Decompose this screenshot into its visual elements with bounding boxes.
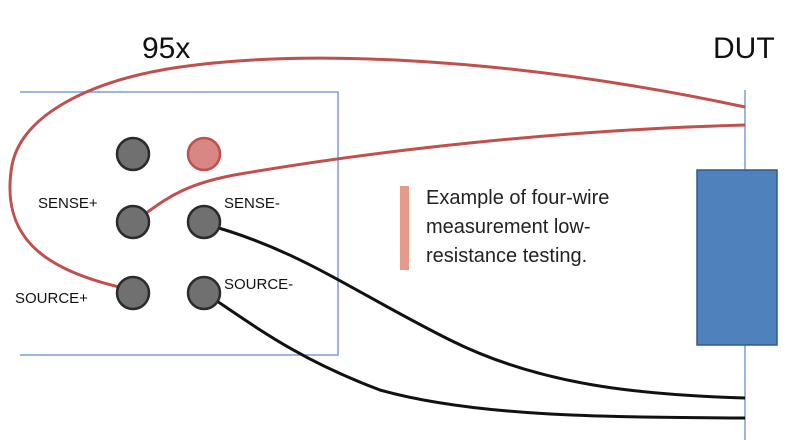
dut-component [696, 169, 778, 346]
source-minus-wire [204, 291, 746, 420]
terminal-top-right-inactive [186, 136, 222, 172]
caption-text: Example of four-wire measurement low-res… [426, 187, 610, 267]
source-plus-wire [8, 56, 746, 291]
instrument-panel-outline [20, 91, 339, 356]
source-minus-label: SOURCE- [224, 276, 293, 293]
instrument-label: 95x [142, 32, 190, 65]
sense-plus-wire [132, 123, 746, 224]
caption-block: Example of four-wire measurement low-res… [400, 184, 670, 274]
sense-minus-wire [204, 222, 746, 400]
terminal-source-minus [186, 275, 222, 311]
dut-label: DUT [713, 32, 775, 65]
caption-accent-bar [400, 186, 409, 270]
sense-plus-label: SENSE+ [38, 195, 98, 212]
terminal-sense-plus [115, 204, 151, 240]
sense-minus-label: SENSE- [224, 195, 280, 212]
terminal-source-plus [115, 275, 151, 311]
source-plus-label: SOURCE+ [15, 290, 88, 307]
terminal-sense-minus [186, 204, 222, 240]
terminal-top-left [115, 136, 151, 172]
